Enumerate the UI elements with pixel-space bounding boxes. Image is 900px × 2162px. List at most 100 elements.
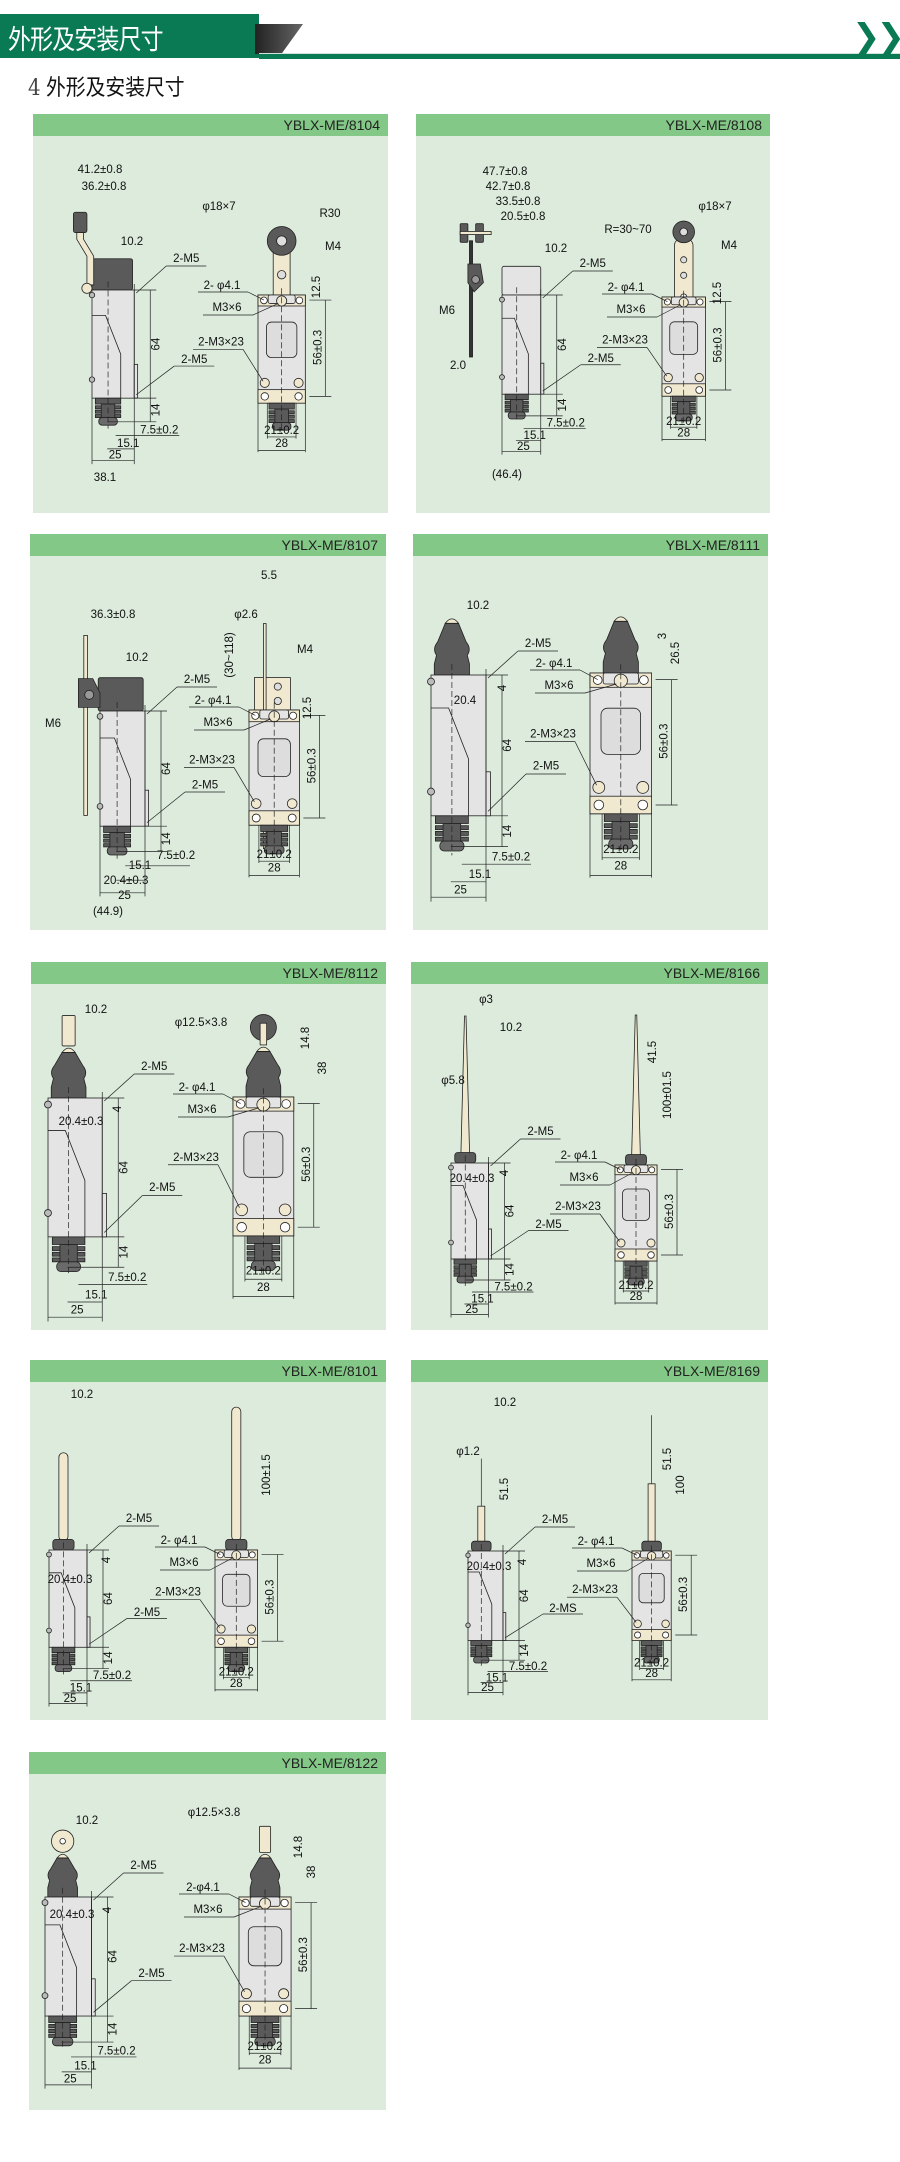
conduit-boss <box>540 362 545 395</box>
hole-label: 2- φ4.1 <box>161 1535 198 1547</box>
dimension-label: 10.2 <box>71 1389 93 1401</box>
mount-screw <box>427 787 435 796</box>
dimension-label: 26.5 <box>670 642 682 664</box>
leader-line <box>626 1557 649 1572</box>
dimension-label: (44.9) <box>93 906 123 918</box>
dimension-label: 51.5 <box>662 1448 674 1470</box>
dimension-label: M6 <box>439 305 455 317</box>
thread-label-bottom: 2-M5 <box>181 354 207 366</box>
dimension-label: 36.2±0.8 <box>82 181 127 193</box>
mount-hole <box>248 1551 256 1559</box>
side-view <box>73 211 139 429</box>
model-number: YBLX-ME/8111 <box>665 537 760 553</box>
screw-label-long: 2-M3×23 <box>572 1584 618 1596</box>
dimension-label: 38 <box>306 1866 318 1879</box>
screw-label: M3×6 <box>586 1558 615 1570</box>
dimension-15-1: 15.1 <box>486 1672 508 1684</box>
dimension-15-1: 15.1 <box>469 869 491 881</box>
mount-hole <box>241 1898 250 1908</box>
mount-hole <box>260 392 269 401</box>
dimension-15-1: 15.1 <box>70 1682 92 1694</box>
plunger-tip <box>56 1853 70 1859</box>
dimension-14: 14 <box>150 403 162 416</box>
dimension-56: 56±0.3 <box>265 1580 277 1615</box>
dimension-label: 12.5 <box>712 282 724 304</box>
mount-hole <box>663 373 673 383</box>
dimension-label: 41.5 <box>647 1041 659 1063</box>
dimension-label: 33.5±0.8 <box>496 196 541 208</box>
body-contour <box>100 737 131 827</box>
dimension-15-1: 15.1 <box>471 1294 493 1306</box>
mount-hole <box>661 1619 670 1628</box>
model-number: YBLX-ME/8112 <box>282 965 378 981</box>
conduit-boss <box>502 1612 507 1642</box>
mount-hole <box>664 386 673 394</box>
mount-hole <box>636 781 650 794</box>
side-view <box>44 1015 107 1276</box>
leader-line <box>656 304 681 318</box>
mount-hole <box>634 1631 642 1639</box>
leader-line <box>646 347 667 377</box>
leader-line <box>104 1073 135 1102</box>
leader-line <box>609 1172 634 1186</box>
leader-line <box>490 1230 529 1257</box>
leader-line <box>136 365 175 396</box>
dimension-label: (30~118) <box>224 632 236 678</box>
dimension-label: φ1.2 <box>456 1446 479 1458</box>
body-contour <box>431 707 469 816</box>
dimension-label: 10.2 <box>121 236 143 248</box>
leader-line <box>504 1526 536 1555</box>
hole-label: 2- φ4.1 <box>195 695 232 707</box>
dimension-label: φ12.5×3.8 <box>188 1807 241 1819</box>
section-number: 4 <box>28 76 41 101</box>
dimension-label: φ18×7 <box>698 201 731 213</box>
side-view <box>448 1015 492 1286</box>
panel-header: YBLX-ME/8166 <box>411 962 768 984</box>
dimension-28: 28 <box>677 427 690 439</box>
mount-screw <box>44 1209 52 1217</box>
panel-header: YBLX-ME/8122 <box>29 1752 386 1774</box>
mount-hole <box>246 1624 256 1634</box>
model-number: YBLX-ME/8107 <box>281 537 379 553</box>
leader-line <box>574 741 597 786</box>
dimension-15-1: 15.1 <box>85 1290 107 1302</box>
dimension-label: 12.5 <box>311 276 323 298</box>
dimension-label: 10.2 <box>76 1815 98 1827</box>
head-block <box>501 265 542 296</box>
dimension-64: 64 <box>519 1589 531 1602</box>
mount-hole <box>647 1251 655 1259</box>
dimension-label: 100±1.5 <box>261 1454 273 1496</box>
leader-line <box>604 1161 621 1170</box>
side-view <box>459 223 545 423</box>
dimension-label: 20.4±0.3 <box>50 1909 95 1921</box>
dimension-label: φ2.6 <box>234 609 257 621</box>
front-view <box>631 1415 672 1666</box>
panel-header: YBLX-ME/8112 <box>31 962 386 984</box>
mount-hole <box>287 813 297 823</box>
dimension-25: 25 <box>109 450 122 462</box>
leader-line <box>146 686 178 715</box>
dimension-14: 14 <box>502 824 514 837</box>
dimension-25: 25 <box>64 2073 77 2085</box>
screw-label: M3×6 <box>169 1557 198 1569</box>
leader-line <box>204 1546 221 1555</box>
mount-screw <box>88 376 96 383</box>
mount-hole <box>235 1099 246 1109</box>
dimension-28: 28 <box>268 862 281 874</box>
front-view <box>661 220 706 425</box>
mount-hole <box>289 711 298 720</box>
dimension-64: 64 <box>108 1950 120 1963</box>
roller-hub <box>679 227 688 237</box>
dimension-7-5: 7.5±0.2 <box>93 1670 131 1682</box>
dimension-28: 28 <box>275 438 288 450</box>
switch-body-side <box>99 710 146 827</box>
dimension-28: 28 <box>645 1668 658 1680</box>
